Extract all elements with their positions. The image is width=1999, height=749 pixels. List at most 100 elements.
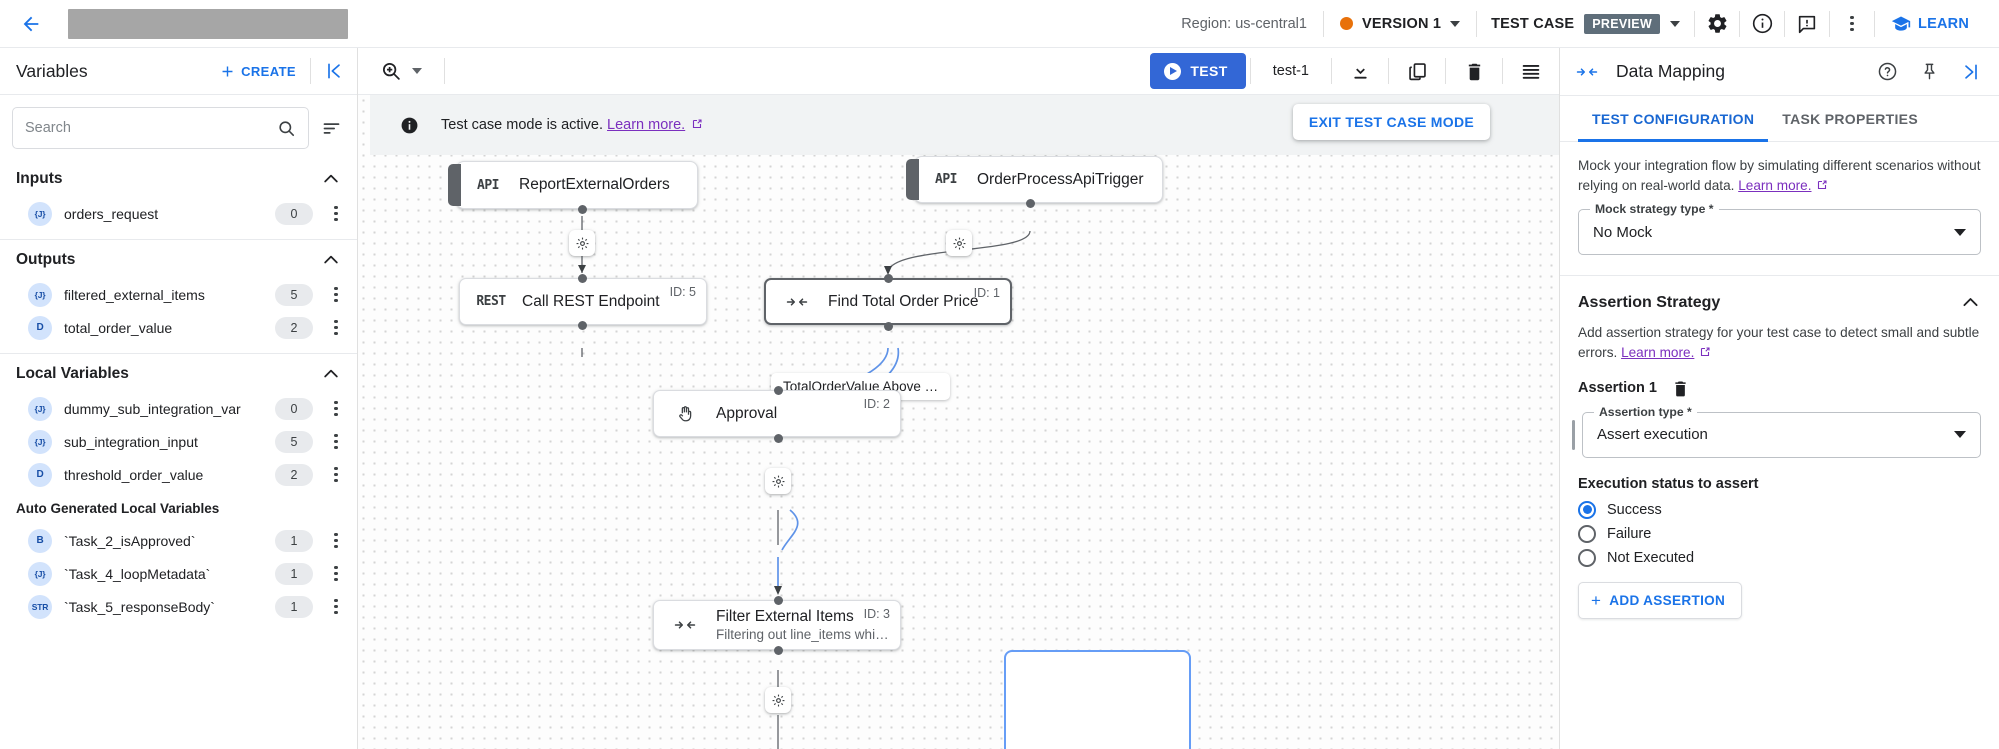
mock-section: Mock your integration flow by simulating… (1560, 142, 1999, 256)
zoom-control[interactable] (376, 56, 432, 86)
mock-learn-more-link[interactable]: Learn more. (1738, 177, 1812, 193)
assertion-learn-more-link[interactable]: Learn more. (1621, 345, 1695, 361)
test-case-selector[interactable]: TEST CASE PREVIEW (1477, 13, 1694, 34)
list-view-button[interactable] (1503, 49, 1559, 93)
radio-button[interactable] (1578, 548, 1596, 567)
variable-more-button[interactable] (325, 320, 347, 335)
variable-row[interactable]: STR`Task_5_responseBody`1 (0, 590, 357, 623)
sort-button[interactable] (317, 114, 345, 142)
node-find-total-order-price[interactable]: Find Total Order Price ID: 1 (764, 278, 1012, 325)
radio-option-not-executed[interactable]: Not Executed (1560, 546, 1999, 570)
selected-node-card[interactable] (1004, 650, 1191, 749)
search-input[interactable] (25, 120, 269, 136)
assertion-strategy-header[interactable]: Assertion Strategy (1560, 276, 1999, 313)
variable-more-button[interactable] (325, 434, 347, 449)
variable-more-button[interactable] (325, 467, 347, 482)
version-status-dot (1339, 17, 1353, 30)
variables-section-header[interactable]: Auto Generated Local Variables (0, 491, 357, 524)
chevron-down-icon (1954, 431, 1966, 439)
radio-label: Failure (1607, 525, 1652, 542)
assertion-type-select[interactable]: Assertion type * Assert execution (1582, 404, 1981, 458)
region-label: Region: us-central1 (1181, 15, 1307, 32)
node-report-external-orders[interactable]: API ReportExternalOrders (448, 161, 698, 209)
search-row (0, 95, 357, 159)
edge-settings-gear-icon[interactable] (569, 230, 595, 256)
node-input-port[interactable] (774, 386, 783, 395)
node-output-port[interactable] (578, 205, 587, 214)
node-label: Filter External Items (716, 608, 854, 625)
divider (444, 58, 445, 84)
variable-count-pill: 5 (275, 430, 313, 453)
variables-section-header[interactable]: Local Variables (0, 354, 357, 392)
expand-panel-button[interactable] (1953, 54, 1989, 90)
edge-settings-gear-icon[interactable] (946, 230, 972, 256)
node-output-port[interactable] (774, 646, 783, 655)
create-variable-button[interactable]: CREATE (211, 57, 304, 86)
variables-section-header[interactable]: Outputs (0, 240, 357, 278)
edge-settings-gear-icon[interactable] (765, 687, 791, 713)
run-test-button[interactable]: TEST (1150, 53, 1246, 89)
variable-more-button[interactable] (325, 566, 347, 581)
variable-type-badge: D (28, 315, 52, 340)
node-output-port[interactable] (578, 321, 587, 330)
flow-canvas[interactable]: Test case mode is active. Learn more. EX… (358, 95, 1559, 749)
variable-row[interactable]: {J}`Task_4_loopMetadata`1 (0, 557, 357, 590)
settings-button[interactable] (1695, 2, 1739, 46)
variable-row[interactable]: B`Task_2_isApproved`1 (0, 524, 357, 557)
delete-button[interactable] (1446, 49, 1502, 93)
search-box[interactable] (12, 107, 309, 149)
learn-button[interactable]: LEARN (1875, 14, 1983, 34)
delete-assertion-button[interactable] (1671, 379, 1690, 398)
edge-settings-gear-icon[interactable] (765, 468, 791, 494)
variable-name: filtered_external_items (64, 286, 205, 303)
info-button[interactable] (1740, 2, 1784, 46)
node-input-port[interactable] (884, 274, 893, 283)
mock-strategy-select[interactable]: Mock strategy type * No Mock (1578, 202, 1981, 256)
test-case-name[interactable]: test-1 (1272, 63, 1309, 79)
variable-count-pill: 0 (275, 202, 313, 225)
node-output-port[interactable] (774, 434, 783, 443)
variables-section-header[interactable]: Inputs (0, 159, 357, 197)
node-input-port[interactable] (578, 274, 587, 283)
variable-more-button[interactable] (325, 287, 347, 302)
exit-test-case-mode-button[interactable]: EXIT TEST CASE MODE (1292, 104, 1490, 140)
banner-learn-more-link[interactable]: Learn more. (607, 117, 686, 133)
chevron-down-icon (1954, 228, 1966, 236)
sidebar-title: Variables (16, 60, 88, 81)
collapse-sidebar-button[interactable] (317, 54, 351, 88)
version-selector[interactable]: VERSION 1 (1324, 16, 1476, 32)
node-filter-external-items[interactable]: Filter External Items Filtering out line… (653, 600, 901, 650)
node-output-port[interactable] (1026, 199, 1035, 208)
duplicate-button[interactable] (1389, 49, 1445, 93)
tab-task-properties[interactable]: TASK PROPERTIES (1782, 110, 1918, 127)
pin-button[interactable] (1911, 54, 1947, 90)
node-order-process-api-trigger[interactable]: API OrderProcessApiTrigger (906, 156, 1163, 203)
panel-tabs: TEST CONFIGURATION TASK PROPERTIES (1560, 96, 1999, 142)
radio-button[interactable] (1578, 500, 1596, 519)
tab-test-configuration[interactable]: TEST CONFIGURATION (1578, 96, 1769, 142)
radio-option-failure[interactable]: Failure (1560, 522, 1999, 546)
node-call-rest-endpoint[interactable]: REST Call REST Endpoint ID: 5 (459, 278, 707, 325)
feedback-button[interactable] (1785, 2, 1829, 46)
download-button[interactable] (1332, 49, 1388, 93)
node-output-port[interactable] (884, 322, 893, 331)
back-button[interactable] (14, 7, 48, 41)
variable-more-button[interactable] (325, 206, 347, 221)
variable-more-button[interactable] (325, 401, 347, 416)
variable-more-button[interactable] (325, 599, 347, 614)
more-options-button[interactable] (1830, 2, 1874, 46)
add-assertion-button[interactable]: + ADD ASSERTION (1578, 581, 1743, 619)
radio-button[interactable] (1578, 524, 1596, 543)
variable-more-button[interactable] (325, 533, 347, 548)
node-approval[interactable]: Approval ID: 2 (653, 390, 901, 437)
node-input-port[interactable] (774, 596, 783, 605)
radio-option-success[interactable]: Success (1560, 498, 1999, 522)
help-button[interactable] (1869, 54, 1905, 90)
